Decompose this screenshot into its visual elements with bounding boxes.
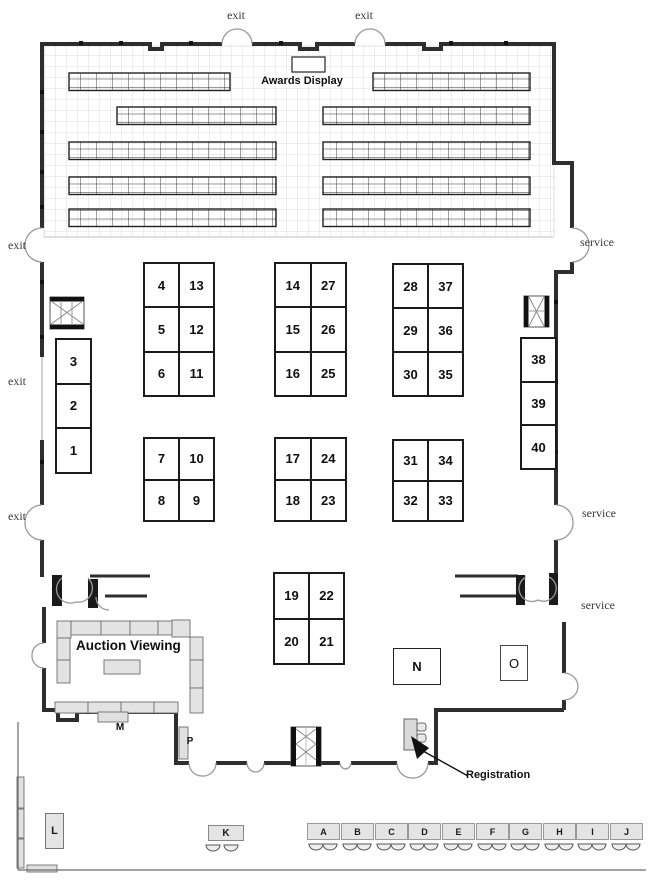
booth-13: 13 [179,263,214,308]
stairs-left [49,296,85,330]
service-label-right-lower: service [581,598,615,612]
booth-32: 32 [393,480,428,521]
auction-viewing-label: Auction Viewing [76,638,181,653]
head-table-i: I [576,823,609,840]
station-n-label: N [412,659,422,674]
service-label-right-upper: service [580,235,614,249]
station-p-label: P [186,736,194,747]
booth-33: 33 [428,480,463,521]
exit-label-left-middle: exit [8,374,26,388]
head-table-b: B [341,823,374,840]
stairs-bottom [290,726,322,767]
exit-label-left-lower: exit [8,509,26,523]
station-n-box: N [393,648,441,685]
awards-display-label: Awards Display [261,75,343,87]
booth-20: 20 [274,618,309,664]
wall-columns [40,41,558,464]
booth-40: 40 [521,425,556,469]
registration-label: Registration [466,769,531,781]
booth-1: 1 [56,428,91,473]
booth-group-28-37: 28 37 29 36 30 35 [392,263,464,397]
misc-tables [16,711,189,873]
booth-group-7-10: 7 10 8 9 [143,437,215,522]
booth-4: 4 [144,263,179,308]
station-o-box: O [500,645,528,681]
head-table-e: E [442,823,475,840]
table-p [178,726,189,760]
booth-29: 29 [393,308,428,352]
registration-desk [403,718,427,751]
station-l-box: L [45,813,64,849]
booth-36: 36 [428,308,463,352]
booth-38: 38 [521,338,556,382]
head-table-g: G [509,823,542,840]
booth-group-17-24: 17 24 18 23 [274,437,347,522]
hall-table-rows [68,72,531,228]
head-table-h: H [543,823,576,840]
booth-17: 17 [275,438,311,480]
station-o-label: O [508,655,520,671]
booth-28: 28 [393,264,428,308]
booth-25: 25 [310,351,346,396]
head-table-d: D [408,823,441,840]
booth-16: 16 [275,351,311,396]
exit-label-top-left: exit [227,8,245,22]
head-table-a: A [307,823,340,840]
booth-8: 8 [144,479,179,521]
station-k-box: K [208,825,244,841]
lobby-lines [17,722,646,871]
vestibule-walls [90,574,518,598]
booth-9: 9 [179,479,214,521]
station-m-label: M [115,722,125,733]
booth-3: 3 [56,339,91,384]
booth-6: 6 [144,351,179,396]
head-table-c: C [375,823,408,840]
table-m [97,711,129,723]
booth-30: 30 [393,352,428,396]
service-label-right-middle: service [582,506,616,520]
chairs [205,843,641,852]
walls [40,42,574,765]
booth-group-31-34: 31 34 32 33 [392,439,464,522]
booth-19: 19 [274,573,309,619]
auction-viewing-tables [54,619,204,714]
head-table-j: J [610,823,643,840]
booth-34: 34 [428,440,463,481]
booth-7: 7 [144,438,179,480]
booth-10: 10 [179,438,214,480]
head-table-f: F [476,823,509,840]
booth-26: 26 [310,307,346,352]
exit-label-left-upper: exit [8,238,26,252]
booth-15: 15 [275,307,311,352]
exit-label-top-right: exit [355,8,373,22]
booth-group-4-13: 4 13 5 12 6 11 [143,262,215,397]
booth-12: 12 [179,307,214,352]
booth-column-left-wall: 3 2 1 [55,338,92,474]
booth-24: 24 [310,438,346,480]
booth-14: 14 [275,263,311,308]
booth-37: 37 [428,264,463,308]
awards-display-table [291,56,326,73]
registration-arrow [411,736,469,777]
booth-11: 11 [179,351,214,396]
booth-21: 21 [309,618,344,664]
booth-27: 27 [310,263,346,308]
booth-2: 2 [56,383,91,429]
door-arcs [24,28,590,779]
booth-column-right-wall: 38 39 40 [520,337,557,470]
booth-group-14-27: 14 27 15 26 16 25 [274,262,347,397]
stairs-right [523,295,550,328]
booth-18: 18 [275,479,311,521]
booth-22: 22 [309,573,344,619]
booth-group-19-22: 19 22 20 21 [273,572,345,665]
booth-31: 31 [393,440,428,481]
booth-5: 5 [144,307,179,352]
booth-35: 35 [428,352,463,396]
booth-39: 39 [521,381,556,426]
booth-23: 23 [310,479,346,521]
